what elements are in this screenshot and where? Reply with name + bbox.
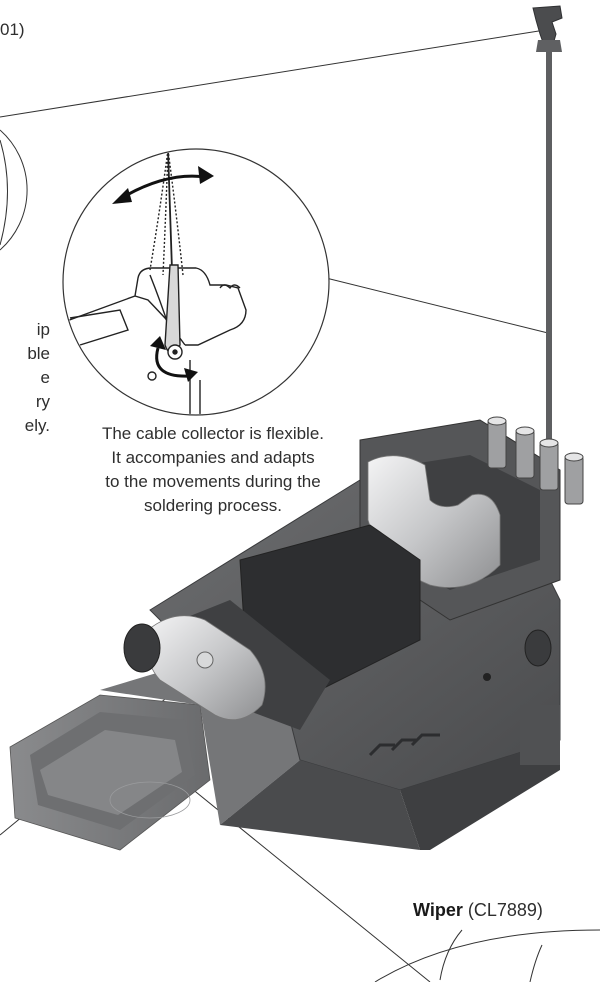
left-text-fragments: ip ble e ry ely. — [10, 318, 50, 438]
wiper-detail-circle — [374, 929, 600, 982]
wiper-label: Wiper (CL7889) — [413, 898, 543, 922]
caption-line: soldering process. — [144, 496, 282, 515]
knob — [123, 623, 161, 673]
wiper-name: Wiper — [413, 900, 463, 920]
cable-collector-caption: The cable collector is flexible. It acco… — [60, 422, 366, 518]
left-fragment-line: ble — [27, 344, 50, 363]
left-detail-circle — [0, 129, 28, 251]
top-left-text-fragment: 01) — [0, 20, 25, 39]
caption-line: It accompanies and adapts — [111, 448, 315, 467]
caption-line: The cable collector is flexible. — [101, 424, 325, 443]
soldering-stand — [9, 5, 584, 851]
left-fragment-line: ely. — [24, 416, 50, 435]
left-fragment-line: ry — [35, 392, 50, 411]
caption-line: to the movements during the — [105, 472, 321, 491]
wiper-code: (CL7889) — [467, 900, 543, 920]
left-fragment-line: ip — [36, 320, 50, 339]
cable-collector-detail — [62, 148, 330, 416]
brand-logo — [368, 733, 440, 757]
left-fragment-line: e — [40, 368, 50, 387]
tip-holder-sockets — [487, 416, 584, 505]
